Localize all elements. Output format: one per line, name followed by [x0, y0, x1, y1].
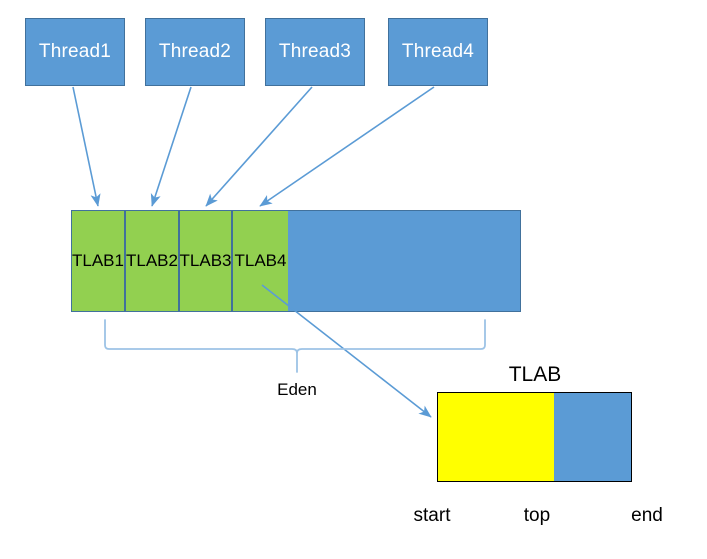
eden-brace [104, 319, 486, 373]
arrow-thread1-to-tlab1 [72, 86, 101, 207]
eden-brace-label: Eden [277, 380, 317, 399]
eden-tlab-label-3: TLAB3 [179, 251, 232, 270]
thread-label-3: Thread3 [278, 41, 352, 62]
eden-tlab-label-1: TLAB1 [72, 251, 124, 270]
tlab-marker-start: start [413, 505, 451, 526]
thread-label-1: Thread1 [38, 41, 112, 62]
tlab-detail-box [437, 392, 632, 482]
eden-tlab-cell-2[interactable]: TLAB2 [126, 211, 180, 311]
tlab-detail-title: TLAB [508, 363, 562, 386]
thread-box-3[interactable]: Thread3 [265, 18, 365, 86]
thread-box-4[interactable]: Thread4 [388, 18, 488, 86]
thread-label-4: Thread4 [401, 41, 475, 62]
arrow-thread2-to-tlab2 [150, 86, 192, 207]
arrow-thread3-to-tlab3 [205, 86, 313, 207]
thread-label-2: Thread2 [158, 41, 232, 62]
eden-tlab-cell-4[interactable]: TLAB4 [233, 211, 288, 311]
eden-tlab-cell-3[interactable]: TLAB3 [180, 211, 233, 311]
eden-tlab-cell-1[interactable]: TLAB1 [72, 211, 126, 311]
tlab-unused-region [554, 393, 631, 481]
eden-tlab-label-4: TLAB4 [234, 251, 287, 270]
tlab-used-region [438, 393, 554, 481]
tlab-marker-end: end [631, 505, 663, 526]
eden-free-region [288, 211, 520, 311]
tlab-marker-top: top [523, 505, 551, 526]
eden-tlab-label-2: TLAB2 [126, 251, 178, 270]
eden-bar: TLAB1 TLAB2 TLAB3 TLAB4 [71, 210, 521, 312]
thread-box-1[interactable]: Thread1 [25, 18, 125, 86]
thread-box-2[interactable]: Thread2 [145, 18, 245, 86]
arrow-thread4-to-tlab4 [259, 86, 435, 207]
